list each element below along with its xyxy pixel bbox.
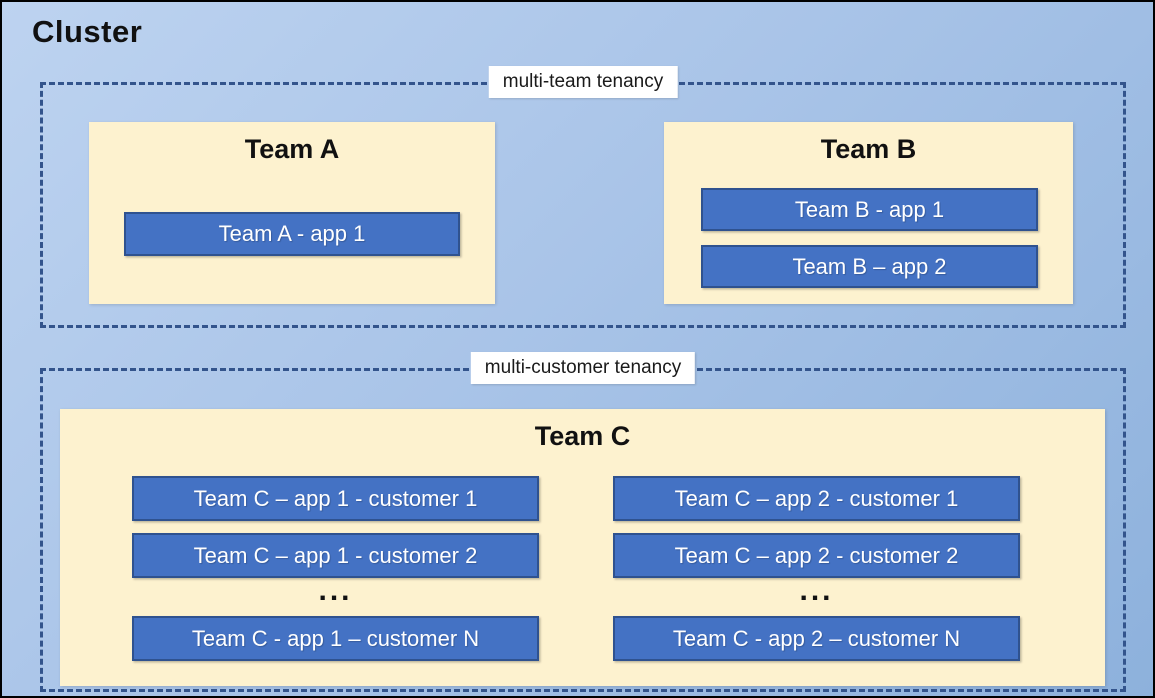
multi-team-tenancy-label: multi-team tenancy: [488, 66, 678, 98]
multi-customer-tenancy-region: multi-customer tenancy Team C Team C – a…: [40, 352, 1126, 692]
team-c-app1-customer2: Team C – app 1 - customer 2: [132, 533, 539, 578]
team-c-app2-customer1: Team C – app 2 - customer 1: [613, 476, 1020, 521]
team-b-box: Team B Team B - app 1 Team B – app 2: [664, 122, 1073, 304]
team-c-app2-ellipsis: ...: [799, 574, 834, 607]
team-a-title: Team A: [244, 134, 340, 164]
team-c-app1-ellipsis: ...: [318, 574, 353, 607]
team-b-app-2: Team B – app 2: [701, 245, 1038, 288]
team-c-app2-customerN: Team C - app 2 – customer N: [613, 616, 1020, 661]
team-a-box: Team A Team A - app 1: [89, 122, 495, 304]
team-b-app-1: Team B - app 1: [701, 188, 1038, 231]
team-b-title: Team B: [820, 134, 917, 164]
team-c-app2-customer2: Team C – app 2 - customer 2: [613, 533, 1020, 578]
team-c-app1-customer1: Team C – app 1 - customer 1: [132, 476, 539, 521]
team-c-title: Team C: [534, 421, 631, 451]
team-c-app1-customerN: Team C - app 1 – customer N: [132, 616, 539, 661]
team-a-app-1: Team A - app 1: [124, 212, 460, 256]
team-c-box: Team C Team C – app 1 - customer 1 Team …: [60, 409, 1105, 686]
cluster-title: Cluster: [32, 14, 143, 49]
multi-team-tenancy-region: multi-team tenancy Team A Team A - app 1…: [40, 66, 1126, 328]
multi-customer-tenancy-label: multi-customer tenancy: [470, 352, 696, 384]
